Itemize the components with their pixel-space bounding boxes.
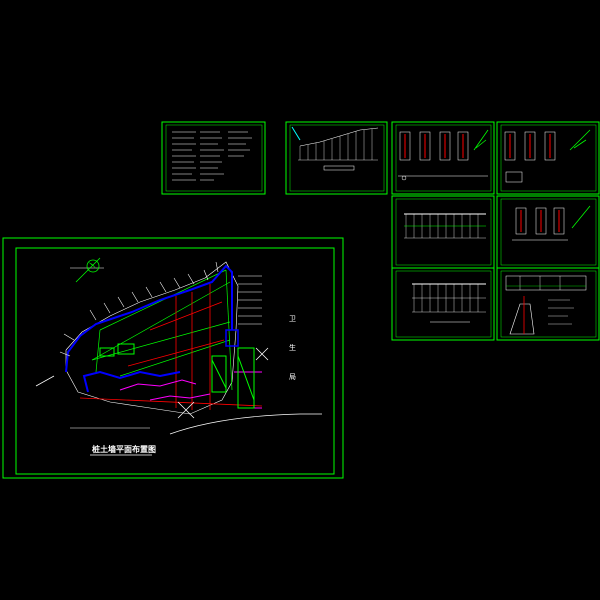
north-arrow-icon — [70, 257, 104, 283]
pile-grid — [79, 284, 263, 410]
section-sheet-1 — [285, 121, 388, 195]
retaining-wall — [65, 264, 233, 373]
notes-sheet — [161, 121, 266, 195]
section-sheet-4 — [496, 267, 600, 341]
side-annotations — [238, 275, 262, 325]
detail-sheet-2 — [496, 121, 600, 195]
wall-pier — [225, 329, 239, 347]
drawing-title: 桩土墙平面布置图 — [92, 445, 156, 454]
main-plan-sheet — [2, 237, 344, 479]
building-blocks — [99, 343, 255, 409]
detail-sheet-3 — [496, 195, 600, 269]
elevation-sheet-3 — [391, 267, 495, 341]
road-label-char-3: 局 — [289, 373, 296, 381]
retaining-wall-south — [82, 370, 181, 393]
main-sheet-inner-border — [15, 247, 335, 475]
elevation-sheet-2 — [391, 195, 495, 269]
road-edge — [169, 413, 322, 435]
detail-sheet-1 — [391, 121, 495, 195]
pile-dimension-ticks — [59, 261, 219, 357]
main-sheet-outer-border — [2, 237, 344, 479]
road-label-char-2: 生 — [289, 344, 296, 352]
section-cut-markers — [35, 347, 269, 419]
layout-lines — [91, 269, 233, 391]
road-label-char-1: 卫 — [289, 315, 296, 323]
